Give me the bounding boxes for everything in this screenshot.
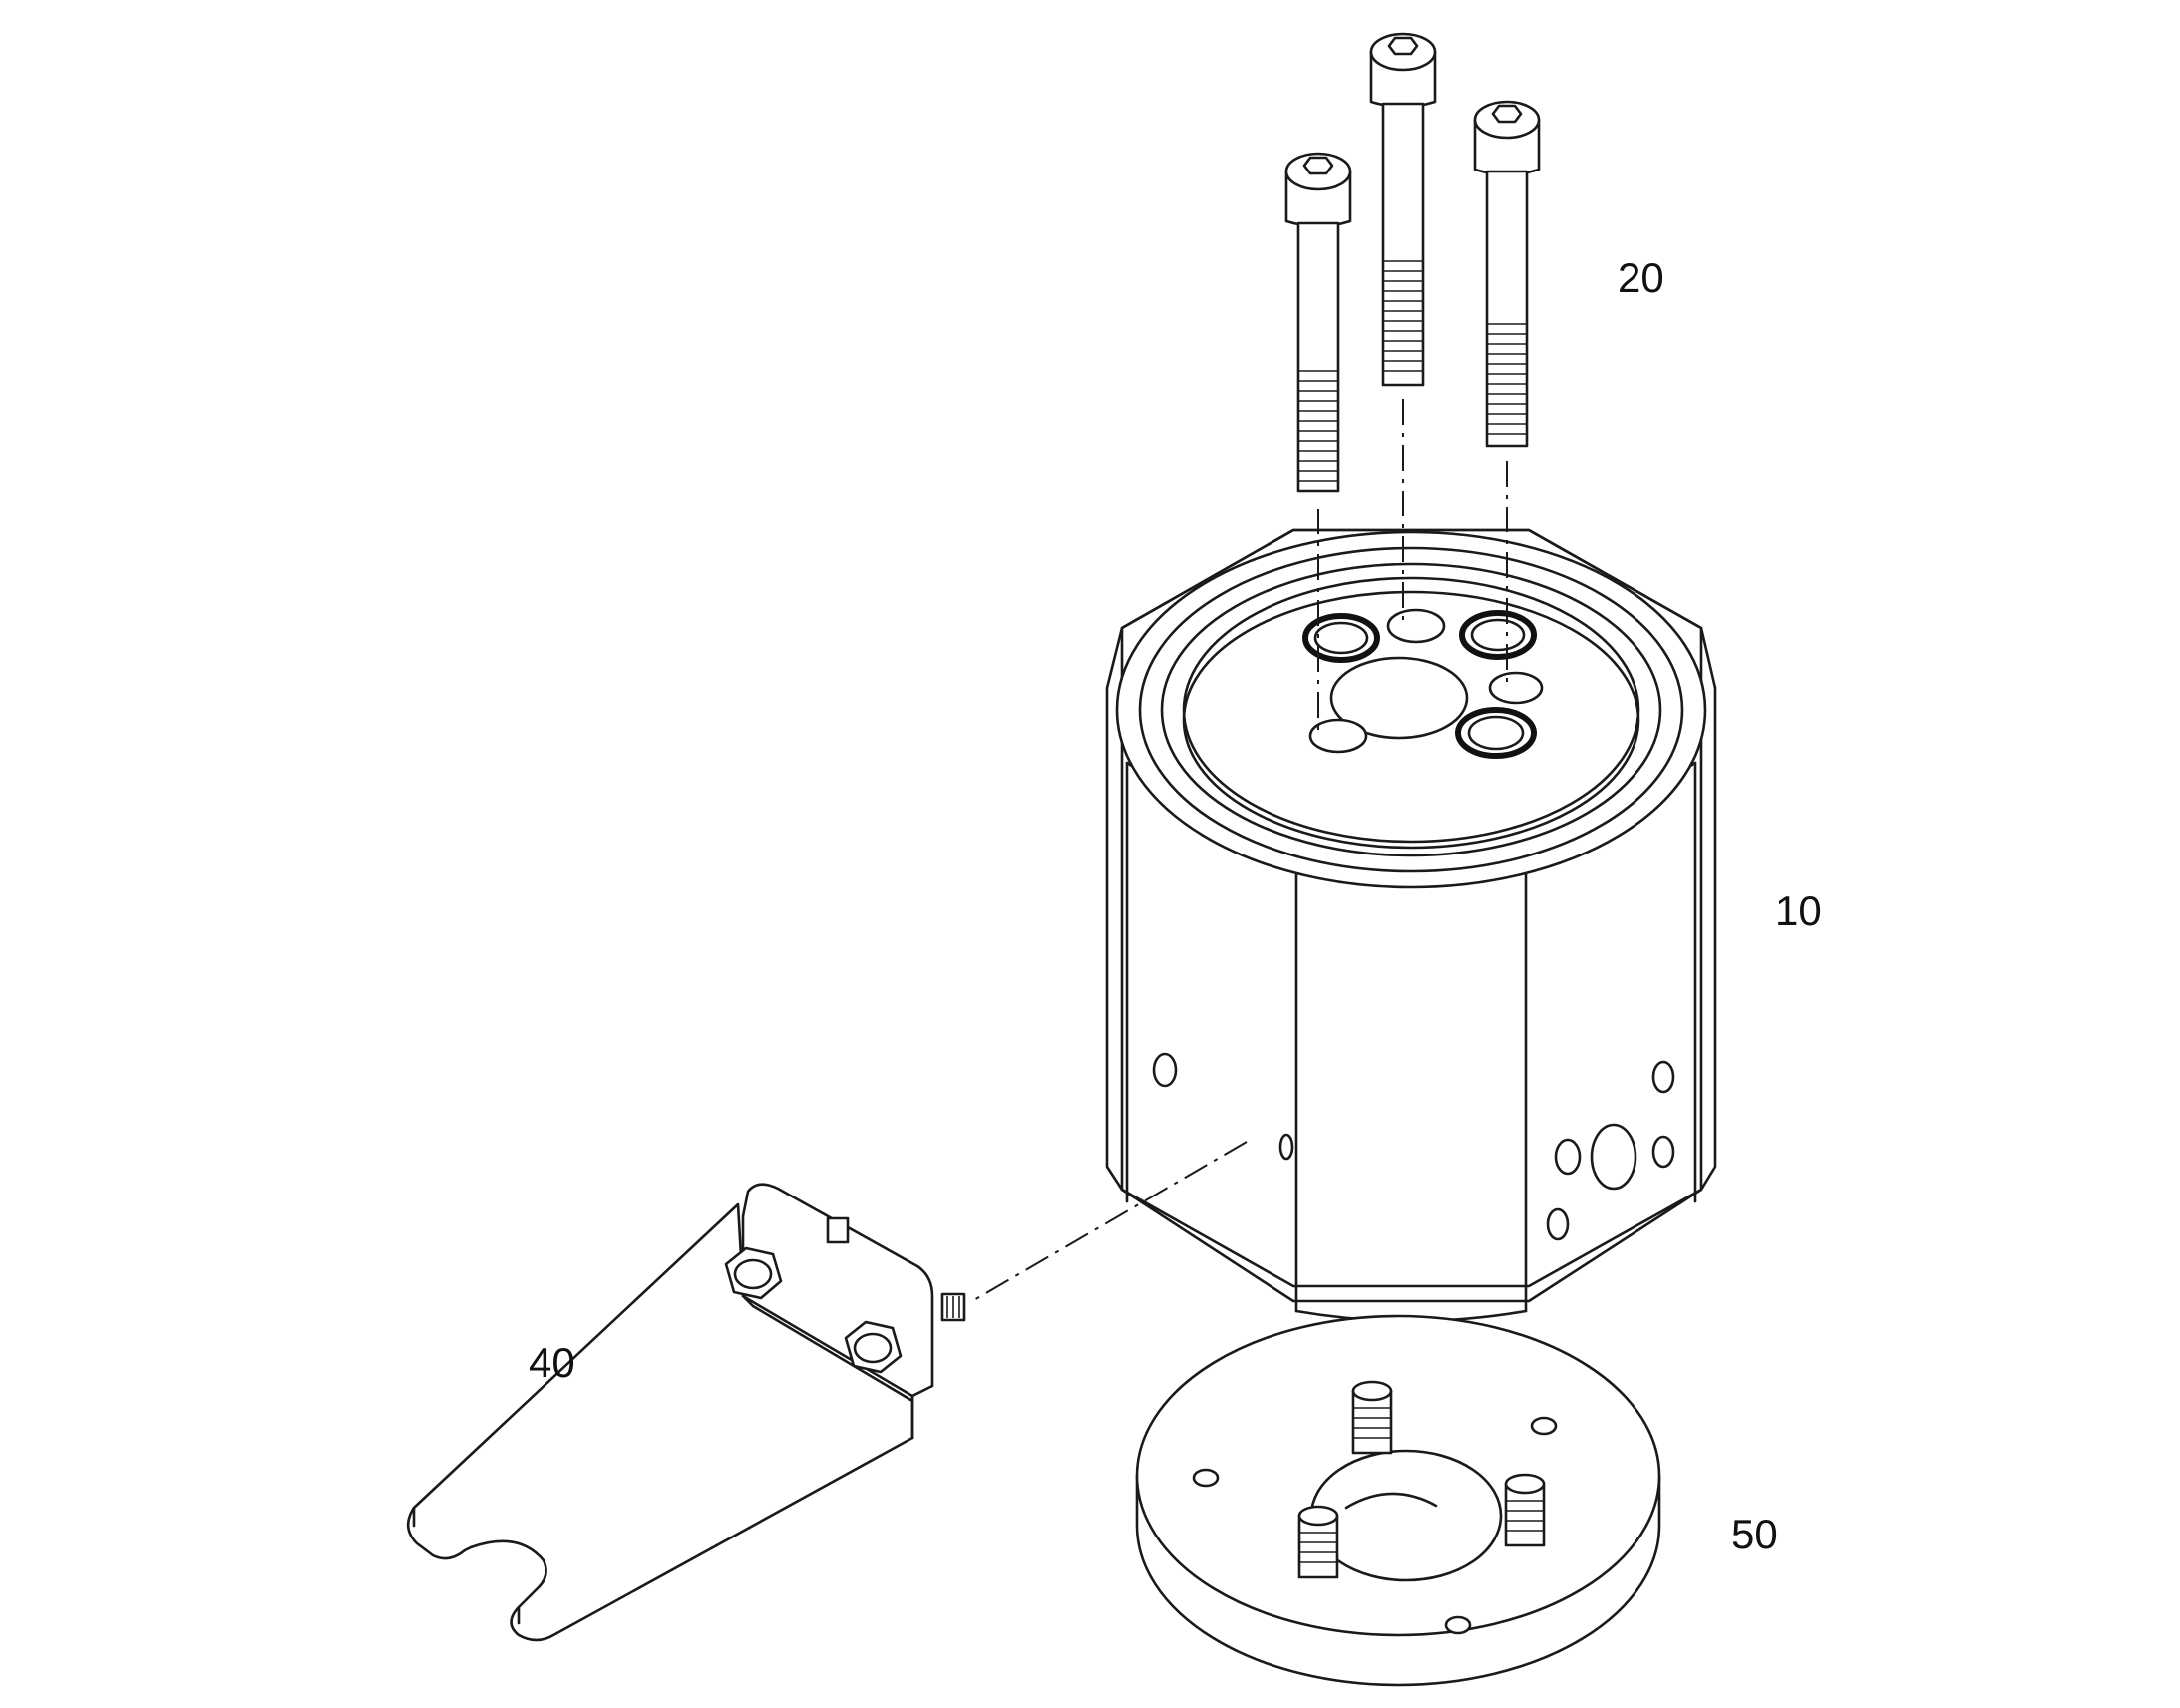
assembly-center-lines [971,399,1508,1302]
screw-right [1473,100,1541,448]
screw-left [1284,152,1352,493]
screws-part-20 [1284,32,1541,493]
bracket-part-40 [406,1183,966,1642]
bracket-bolt-upper [724,1246,783,1300]
top-hole-left [1308,718,1368,754]
callout-screws: 20 [1618,254,1664,301]
top-hole-center [1386,608,1446,644]
base-plate-part-50 [1135,1314,1661,1687]
housing-part-10 [1105,528,1717,1323]
callout-base-plate: 50 [1731,1511,1778,1557]
top-hole-right [1488,671,1544,705]
screw-middle [1369,32,1437,387]
callout-bracket: 40 [529,1339,575,1386]
pin-top [1351,1380,1393,1455]
pin-left [1297,1505,1339,1579]
bracket-bolt-lower [844,1320,903,1374]
pin-right [1504,1473,1546,1547]
callout-housing: 10 [1775,887,1822,934]
